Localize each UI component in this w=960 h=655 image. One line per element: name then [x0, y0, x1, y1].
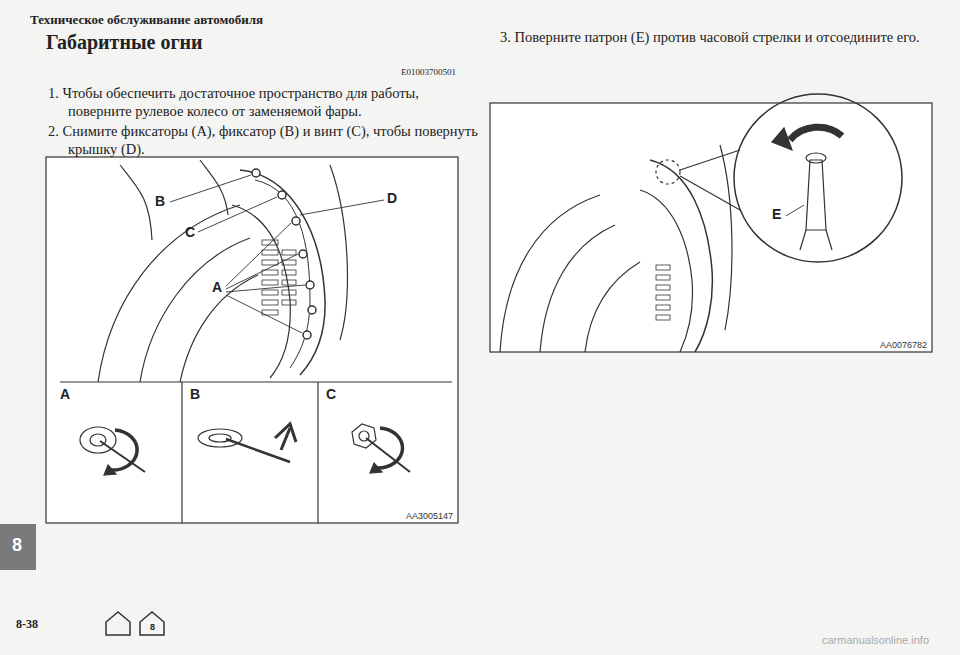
callout-letter: E	[772, 206, 781, 224]
figure-code: AA3005147	[406, 511, 453, 522]
nav-icons	[106, 612, 164, 635]
fender-figure	[46, 157, 458, 523]
socket-figure	[490, 94, 932, 352]
chapter-number: 8	[12, 534, 22, 557]
section-code: E01003700501	[388, 67, 456, 78]
figure-code: AA0076782	[880, 340, 927, 351]
icon-number: 8	[150, 622, 155, 633]
callout-letter: B	[190, 386, 200, 404]
chapter-tab	[0, 524, 36, 570]
callout-letter: C	[326, 386, 336, 404]
section-title: Габаритные огни	[46, 30, 203, 55]
callout-letter: B	[155, 193, 165, 211]
step-text: 3. Поверните патрон (E) против часовой с…	[500, 28, 950, 46]
running-header: Техническое обслуживание автомобиля	[30, 12, 430, 28]
step-text: 2. Снимите фиксаторы (A), фиксатор (B) и…	[48, 122, 480, 158]
callout-letter: A	[60, 386, 70, 404]
step-text: 1. Чтобы обеспечить достаточное простран…	[48, 84, 480, 120]
callout-letter: C	[185, 224, 195, 242]
watermark: carmanualsonline.info	[822, 634, 929, 648]
page-number: 8-38	[16, 617, 38, 632]
callout-letter: D	[387, 190, 397, 208]
callout-letter: A	[212, 279, 222, 297]
